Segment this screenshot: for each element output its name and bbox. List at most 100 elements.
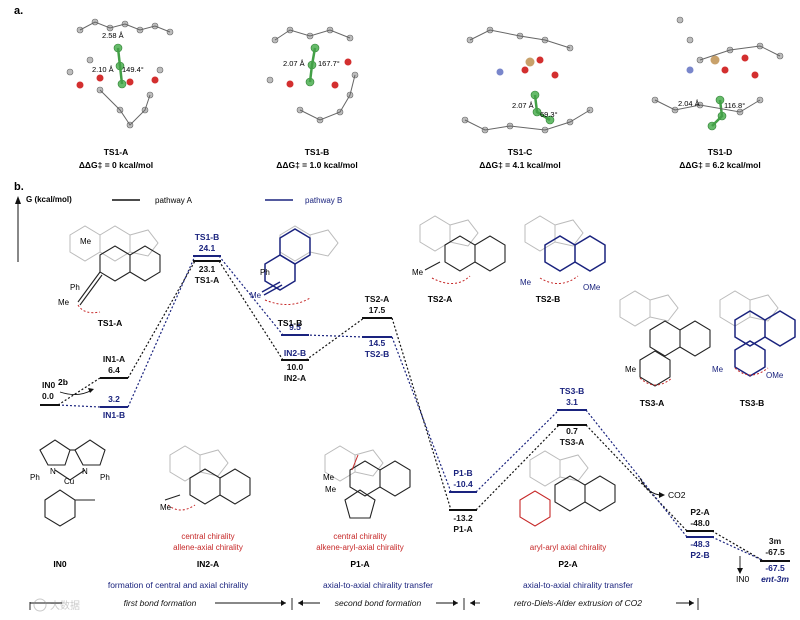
ts1b-me-label: Me — [250, 291, 262, 300]
ts1a-distance-1: 2.58 Å — [102, 31, 124, 40]
ts2a-structure: Me — [412, 216, 505, 284]
legend-label-pathway-b: pathway B — [305, 196, 342, 205]
stage-2-right-arrow-icon — [453, 600, 458, 606]
stage-1-right-arrow-icon — [281, 600, 286, 606]
panel-b-label: b. — [14, 181, 24, 193]
ts3a-value: 0.7 — [566, 426, 578, 436]
product-3m-value: -67.5 — [765, 547, 785, 557]
product-3m-name: 3m — [769, 536, 782, 546]
ts2b-value: 14.5 — [369, 338, 386, 348]
ts1a-name: TS1-A — [195, 275, 220, 285]
p1a-ome-label: Me — [323, 473, 335, 482]
in2a-chirality-2: allene-axial chirality — [173, 543, 243, 552]
stage-3-subtitle: retro-Diels-Alder extrusion of CO2 — [514, 598, 642, 608]
ts3b-value: 3.1 — [566, 397, 578, 407]
watermark-logo-icon — [34, 599, 46, 611]
ts1b-title: TS1-B — [305, 147, 330, 157]
in1a-value: 6.4 — [108, 365, 120, 375]
in2a-structure-label: IN2-A — [197, 559, 219, 569]
ts2b-me-label: Me — [520, 278, 532, 287]
ts1a-title: TS1-A — [104, 147, 129, 157]
ts1b-value: 24.1 — [199, 243, 216, 253]
in1b-value: 3.2 — [108, 394, 120, 404]
in0-ph-left-label: Ph — [30, 473, 40, 482]
product-ent-name: ent-3m — [761, 574, 789, 584]
watermark-text: 大数据 — [50, 599, 80, 612]
stage-3-left-arrow-icon — [470, 600, 475, 606]
ts1a-me2-label: Me — [58, 298, 70, 307]
p1a-value: -13.2 — [453, 513, 473, 523]
in0-value: 0.0 — [42, 391, 54, 401]
p2a-structure — [520, 451, 615, 526]
ts1d-title: TS1-D — [708, 147, 733, 157]
energy-levels — [40, 256, 790, 561]
ts3a-me-label: Me — [625, 365, 637, 374]
panel-a-label: a. — [14, 5, 23, 17]
in0-n-left-label: N — [50, 467, 56, 476]
ts3b-ome-label: OMe — [766, 371, 784, 380]
ts1c-ddg: ΔΔG‡ = 4.1 kcal/mol — [479, 160, 560, 170]
reagent-2b-label: 2b — [58, 377, 68, 387]
in2a-me-label: Me — [160, 503, 172, 512]
ts1a-ddg: ΔΔG‡ = 0 kcal/mol — [79, 160, 153, 170]
ts2b-structure: Me OMe — [520, 216, 605, 292]
ts1a-ph-label: Ph — [70, 283, 80, 292]
pathway-b-connectors — [58, 256, 762, 560]
ts2a-structure-label: TS2-A — [428, 294, 453, 304]
in2b-name: IN2-B — [284, 348, 306, 358]
p2a-chirality: aryl-aryl axial chirality — [530, 543, 606, 552]
watermark: 大数据 — [34, 599, 80, 612]
ts1a-value: 23.1 — [199, 264, 216, 274]
ts1b-ddg: ΔΔG‡ = 1.0 kcal/mol — [276, 160, 357, 170]
ts1b-angle: 167.7° — [318, 59, 340, 68]
ts1b-structure-label: TS1-B — [278, 318, 303, 328]
p1a-name: P1-A — [453, 524, 472, 534]
ts1b-distance: 2.07 Å — [283, 59, 305, 68]
ts2b-name: TS2-B — [365, 349, 390, 359]
ts1d-distance: 2.04 Å — [678, 99, 700, 108]
ts1a-structure-label: TS1-A — [98, 318, 123, 328]
in2a-structure: Me — [160, 446, 250, 512]
ts2a-name: TS2-A — [365, 294, 390, 304]
p1a-chirality-2: alkene-aryl-axial chirality — [316, 543, 404, 552]
p1a-structure: Me Me — [323, 446, 410, 518]
in2a-value: 10.0 — [287, 362, 304, 372]
ts3b-structure-label: TS3-B — [740, 398, 765, 408]
ts1c-angle: 69.3° — [540, 110, 558, 119]
p2a-value: -48.0 — [690, 518, 710, 528]
ts1b-3d-model: 2.07 Å 167.7° — [267, 27, 358, 123]
in1b-name: IN1-B — [103, 410, 125, 420]
ts3b-name: TS3-B — [560, 386, 585, 396]
p2a-name: P2-A — [690, 507, 709, 517]
co2-arrow-head-icon — [659, 492, 665, 498]
in1a-name: IN1-A — [103, 354, 125, 364]
ts1c-3d-model: 2.07 Å 69.3° — [462, 27, 593, 133]
in2a-name: IN2-A — [284, 373, 306, 383]
p2a-structure-label: P2-A — [558, 559, 577, 569]
ts1a-structure: Ph Me Me — [58, 226, 160, 313]
ts3b-structure: Me OMe — [712, 291, 795, 380]
energy-axis-arrow-icon — [15, 196, 21, 204]
ts3a-structure: Me — [620, 291, 710, 386]
in2a-chirality-1: central chirality — [181, 532, 234, 541]
ts1b-name: TS1-B — [195, 232, 220, 242]
ts1c-distance: 2.07 Å — [512, 101, 534, 110]
p2b-value: -48.3 — [690, 539, 710, 549]
co2-label: CO2 — [668, 490, 686, 500]
in0-structure-label: IN0 — [53, 559, 67, 569]
ts3a-name: TS3-A — [560, 437, 585, 447]
stage-2-left-arrow-icon — [298, 600, 303, 606]
ts3a-structure-label: TS3-A — [640, 398, 665, 408]
p1a-chirality-1: central chirality — [333, 532, 386, 541]
ts1d-ddg: ΔΔG‡ = 6.2 kcal/mol — [679, 160, 760, 170]
in0-structure: Cu N N Ph Ph — [30, 440, 110, 526]
ts1a-angle: 149.4° — [122, 65, 144, 74]
energy-axis-label: G (kcal/mol) — [26, 195, 72, 204]
ts1a-distance-2: 2.10 Å — [92, 65, 114, 74]
ts1a-3d-model: 2.58 Å 2.10 Å 149.4° — [67, 19, 173, 128]
stage-1-subtitle: first bond formation — [124, 598, 197, 608]
product-ent-value: -67.5 — [765, 563, 785, 573]
p1b-value: -10.4 — [453, 479, 473, 489]
ts1c-title: TS1-C — [508, 147, 533, 157]
